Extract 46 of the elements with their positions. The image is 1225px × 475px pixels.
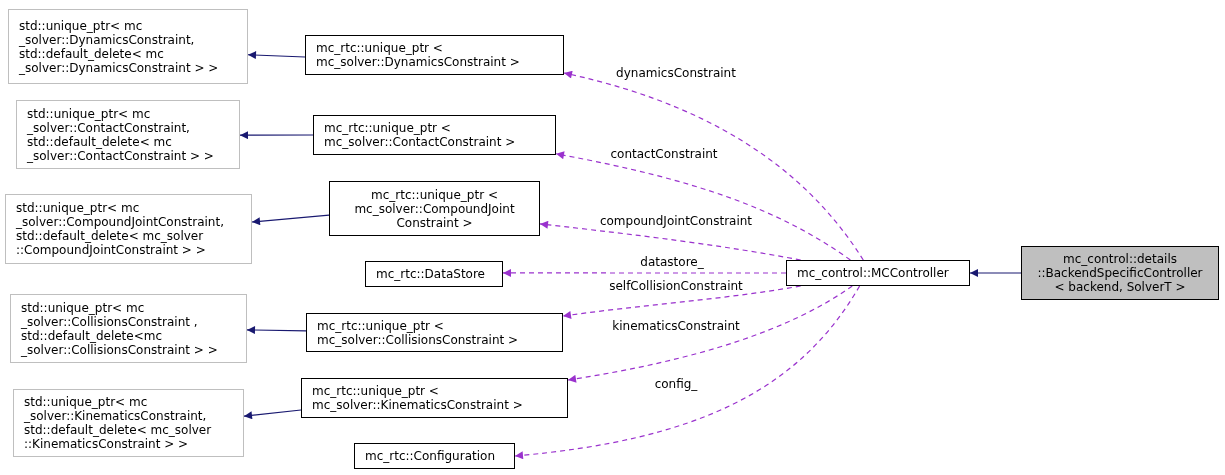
class-box: [5, 194, 252, 264]
class-name: std::unique_ptr< mc _solver::DynamicsConstraint, std::default_delete< mc _solver::DynamicsConstraint > >: [19, 18, 220, 75]
class-name: mc_rtc::unique_ptr < mc_solver::ContactConstraint >: [324, 121, 517, 149]
class-name: std::unique_ptr< mc _solver::CollisionsConstraint , std::default_delete<mc _solver::CollisionsConstraint > >: [21, 300, 219, 357]
class-box: [329, 181, 540, 236]
class-name: mc_rtc::unique_ptr < mc_solver::KinematicsConstraint >: [312, 384, 524, 412]
class-name: mc_control::MCController: [797, 266, 950, 280]
class-box: [8, 9, 248, 84]
class-box: [313, 115, 556, 155]
class-name: mc_rtc::unique_ptr < mc_solver::CollisionsConstraint >: [317, 318, 520, 347]
edge-label: selfCollisionConstraint: [607, 280, 745, 292]
class-box: [301, 378, 568, 418]
class-box: [786, 260, 970, 286]
dashed-arrow: [555, 151, 851, 261]
edge-label: config_: [652, 378, 700, 390]
arrow: [251, 214, 330, 226]
edge-label: kinematicsConstraint: [610, 320, 742, 332]
class-name: mc_rtc::DataStore: [376, 267, 486, 281]
class-box: [16, 100, 240, 169]
dashed-arrow: [514, 285, 861, 460]
class-name: mc_rtc::unique_ptr < mc_solver::DynamicsConstraint >: [316, 41, 521, 69]
class-box: [1021, 246, 1219, 300]
dashed-arrow: [567, 285, 853, 383]
arrow: [969, 269, 1022, 277]
arrow: [247, 51, 306, 60]
class-box: [365, 261, 503, 287]
class-name: std::unique_ptr< mc _solver::KinematicsConstraint, std::default_delete< mc_solver ::KinematicsConstraint > >: [24, 395, 213, 451]
edge-label: compoundJointConstraint: [597, 215, 755, 227]
class-box: [306, 313, 563, 352]
class-box: [10, 294, 247, 363]
dashed-arrow: [502, 268, 787, 277]
class-name: mc_rtc::Configuration: [365, 449, 496, 463]
edge-label: datastore_: [638, 256, 706, 268]
arrow: [243, 409, 302, 420]
class-box: [13, 389, 244, 457]
class-box: [354, 443, 515, 469]
class-name: std::unique_ptr< mc _solver::ContactConstraint, std::default_delete< mc _solver::ContactConstraint > >: [27, 106, 215, 163]
class-name: std::unique_ptr< mc _solver::CompoundJointConstraint, std::default_delete< mc_solver ::CompoundJointConstraint > >: [16, 201, 225, 257]
arrow: [239, 131, 314, 140]
dashed-arrow: [563, 71, 864, 261]
edge-label: contactConstraint: [608, 148, 720, 160]
class-name: mc_control::details ::BackendSpecificController < backend, SolverT >: [1036, 252, 1204, 294]
class-box: [305, 35, 564, 75]
arrow: [246, 326, 307, 334]
class-name: mc_rtc::unique_ptr < mc_solver::CompoundJoint Constraint >: [353, 187, 516, 230]
edge-label: dynamicsConstraint: [614, 67, 738, 79]
